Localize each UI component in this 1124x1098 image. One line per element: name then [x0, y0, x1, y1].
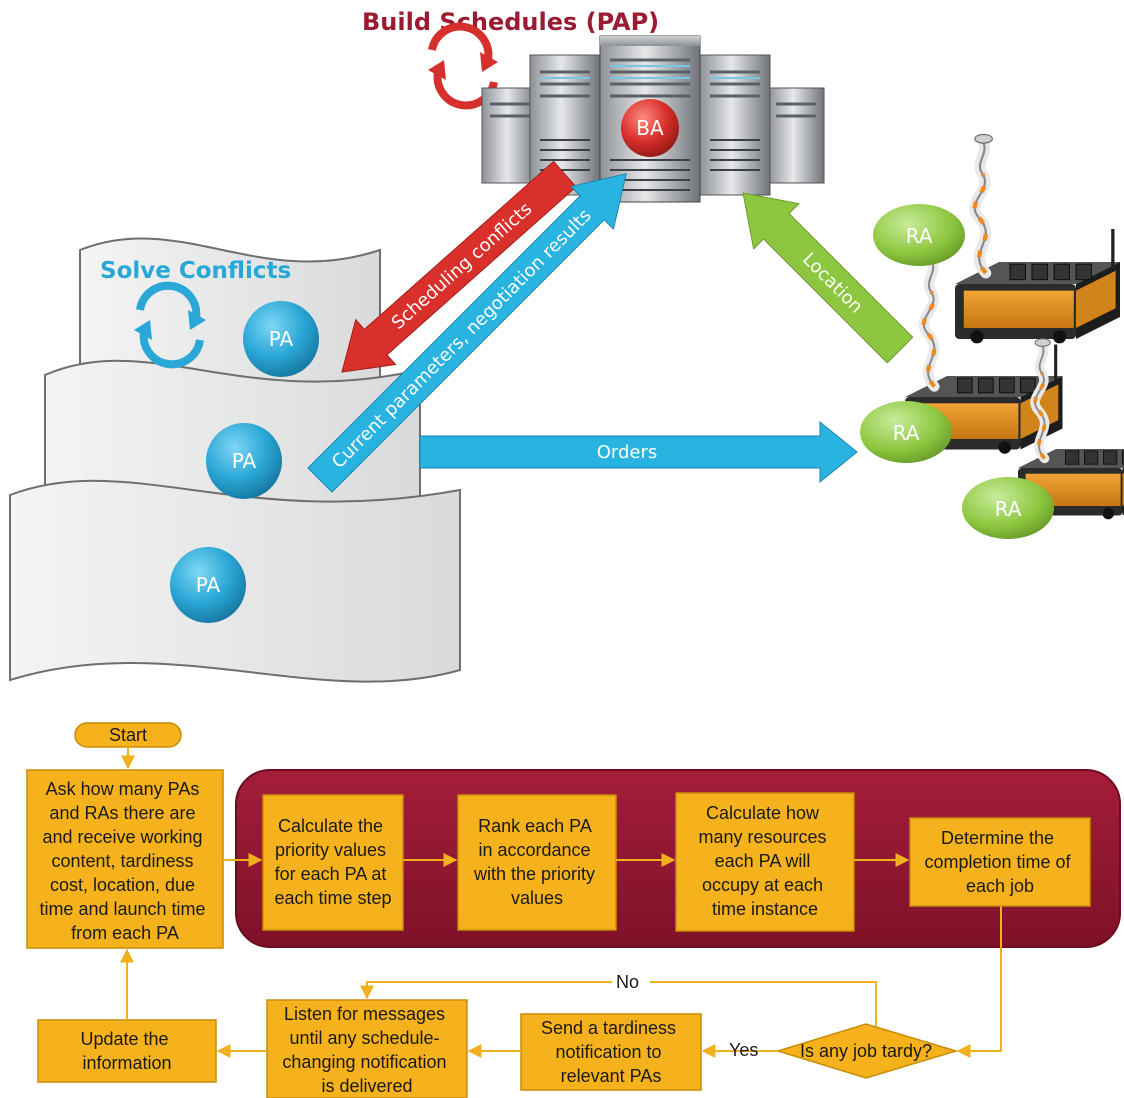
- tardy-decision: [775, 1023, 959, 1079]
- ask-info-text: Ask how many PAs and RAs there are and r…: [39, 779, 210, 943]
- determine-completion-box: [909, 817, 1091, 907]
- tardy-decision-text: Is any job tardy?: [800, 1041, 932, 1061]
- update-info-text: Update the information: [80, 1029, 173, 1073]
- orders-label: Orders: [597, 442, 658, 463]
- ra-agent-node: [962, 477, 1054, 539]
- determine-completion-text: Determine the completion time of each jo…: [924, 828, 1075, 896]
- calculate-resources-box: [675, 792, 855, 932]
- calculate-resources-text: Calculate how many resources each PA wil…: [698, 803, 831, 919]
- refresh-blue-icon: [134, 281, 206, 369]
- orders-arrow: [419, 420, 858, 484]
- pa-agent-label: PA: [269, 327, 294, 351]
- ra-agent-node: [873, 204, 965, 266]
- ra-agent-label: RA: [995, 497, 1022, 521]
- pa-agent-node: [170, 547, 246, 623]
- pa-agent-label: PA: [196, 573, 221, 597]
- pa-agent-label: PA: [232, 449, 257, 473]
- build-schedules-title: Build Schedules (PAP): [362, 8, 659, 36]
- start-label: Start: [109, 725, 147, 745]
- pa-agent-node: [243, 301, 319, 377]
- location-arrow: Location: [742, 192, 914, 364]
- ra-agent-node: [860, 401, 952, 463]
- send-notification-text: Send a tardiness notification to relevan…: [541, 1018, 681, 1086]
- ba-agent-label: BA: [636, 116, 664, 140]
- no-label: No: [616, 972, 639, 992]
- yes-label: Yes: [729, 1040, 758, 1060]
- solve-conflicts-title: Solve Conflicts: [100, 258, 291, 284]
- pa-agent-node: [206, 423, 282, 499]
- listen-messages-box: [266, 999, 468, 1098]
- listen-messages-text: Listen for messages until any schedule- …: [282, 1004, 451, 1096]
- update-info-box: [37, 1019, 217, 1083]
- calculate-priority-box: [262, 794, 404, 931]
- ask-info-box: [26, 769, 224, 949]
- ra-agent-label: RA: [906, 224, 933, 248]
- calculate-priority-text: Calculate the priority values for each P…: [274, 816, 391, 908]
- ra-agent-label: RA: [893, 421, 920, 445]
- ba-agent-node: [621, 99, 679, 157]
- flow-connectors: [120, 747, 1002, 1058]
- mobile-robot-icon: [955, 134, 1120, 343]
- rank-pa-text: Rank each PA in accordance with the prio…: [473, 816, 600, 908]
- rank-pa-box: [457, 794, 617, 931]
